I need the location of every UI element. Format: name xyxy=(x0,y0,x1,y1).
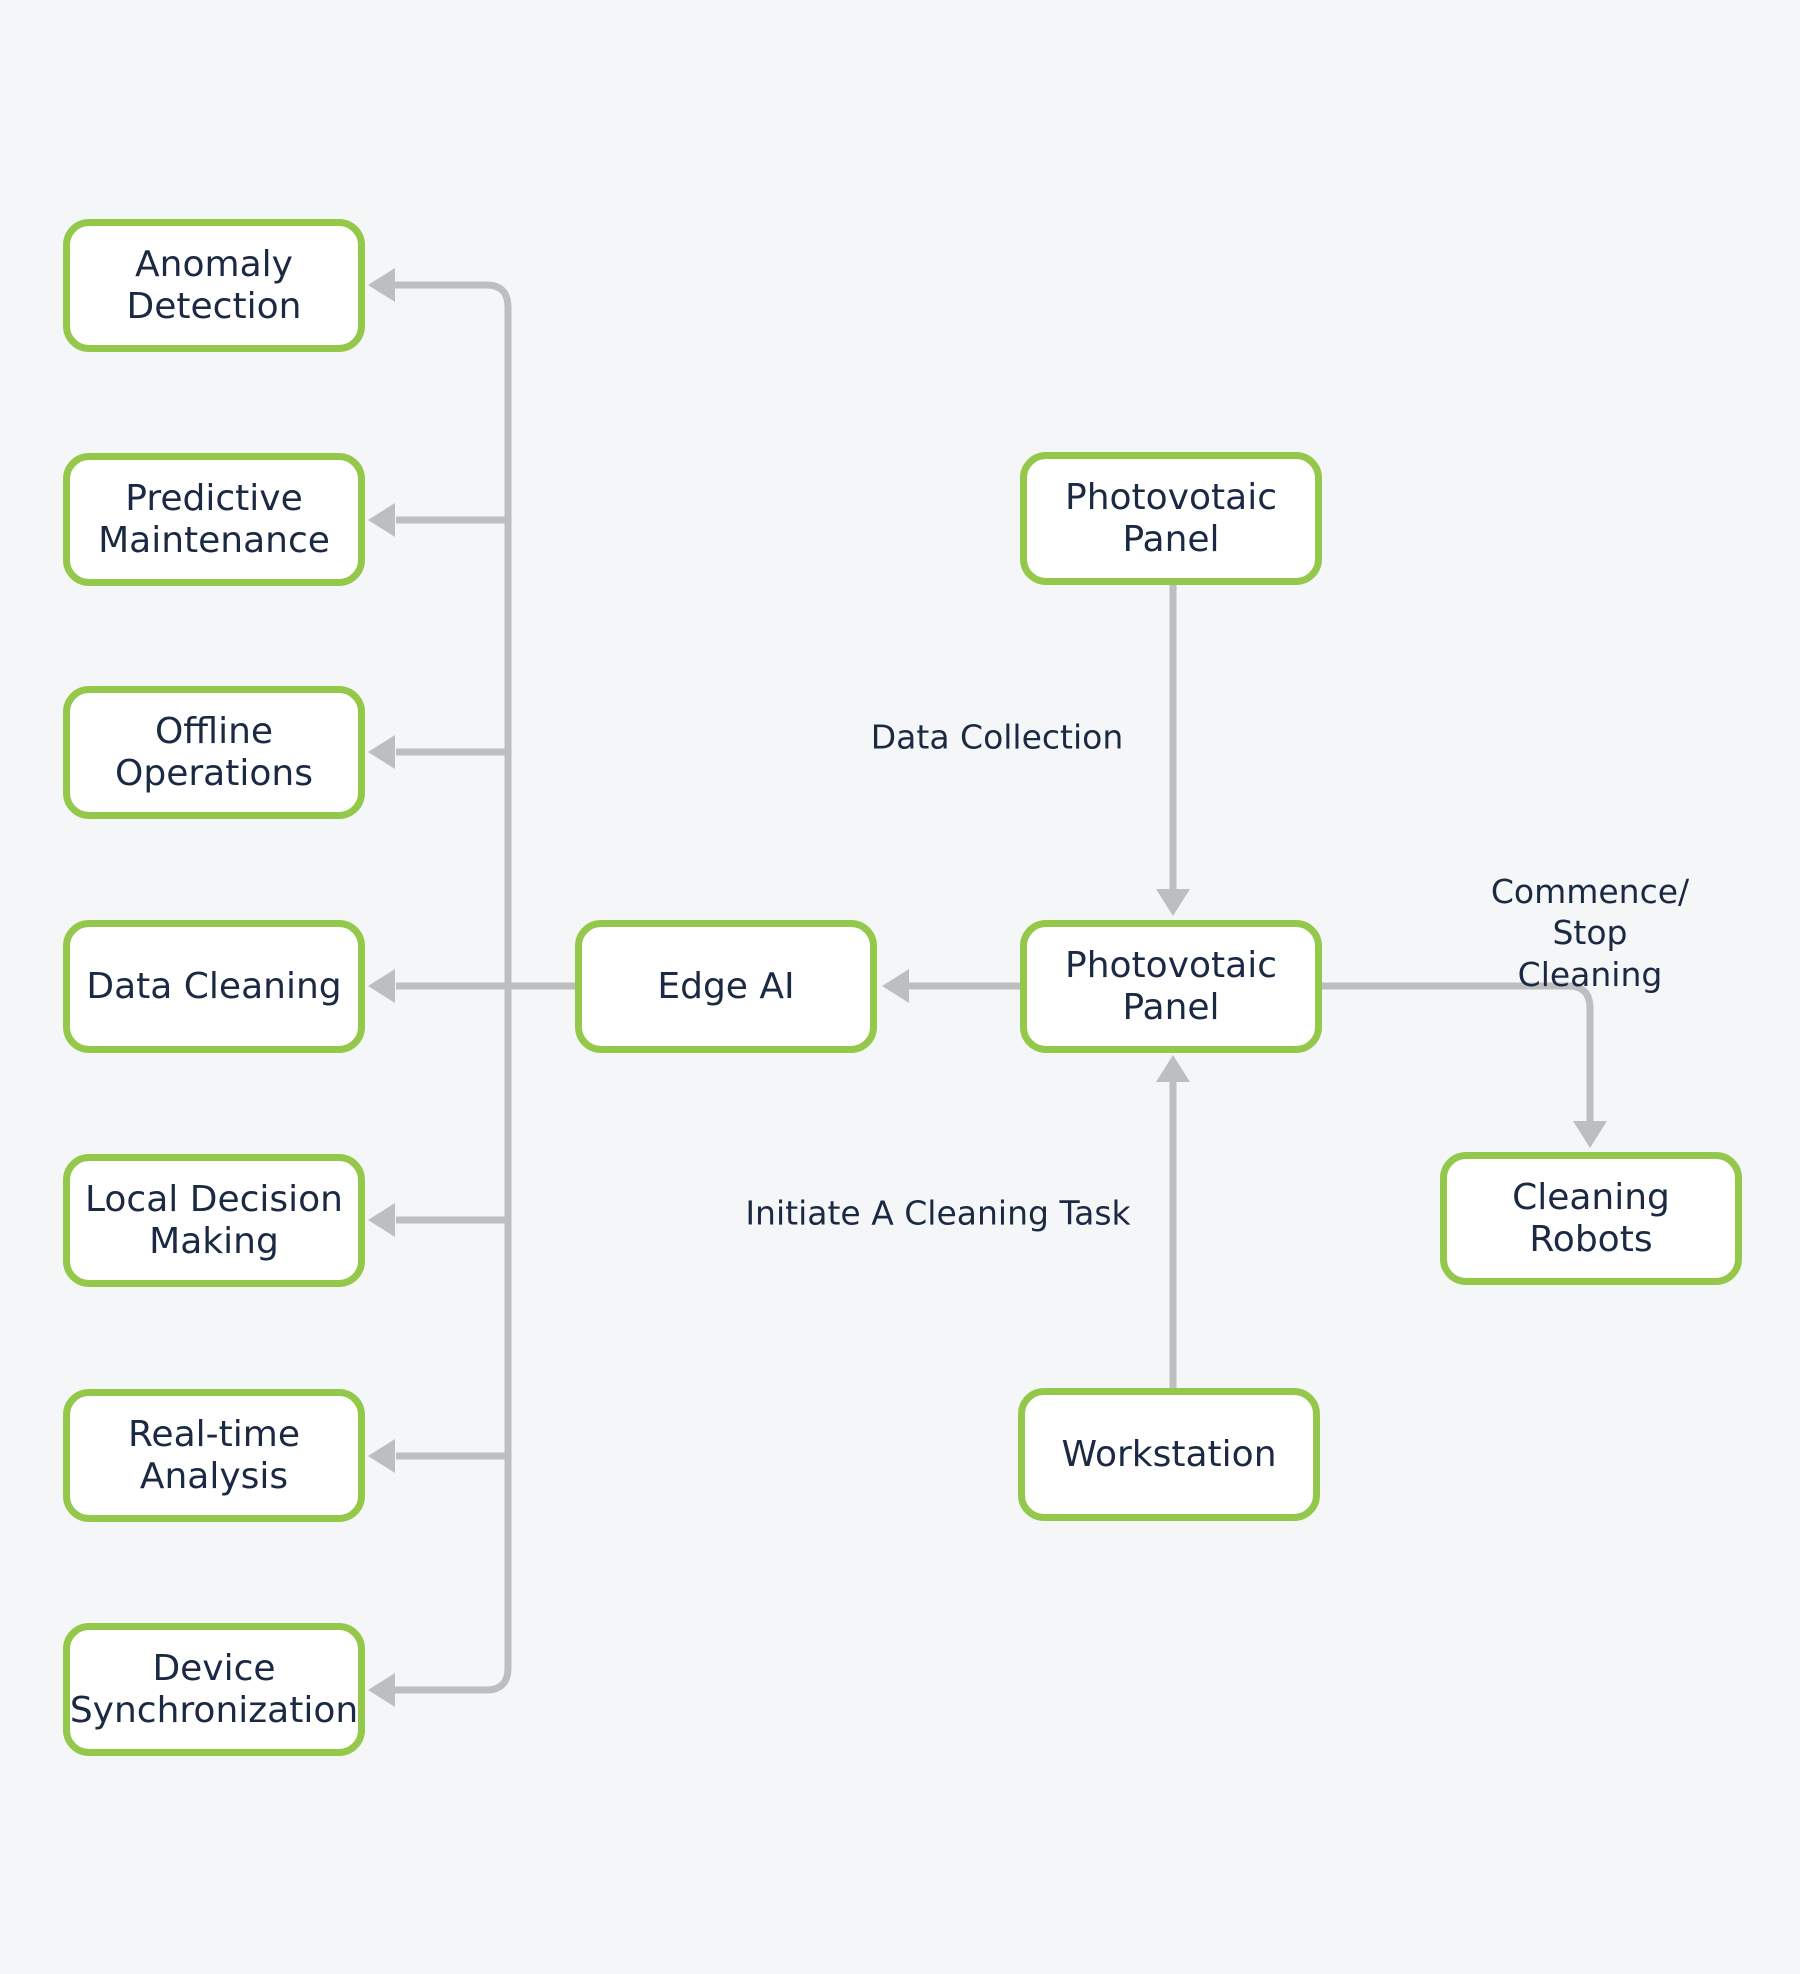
edge-label-initiate-cleaning-task: Initiate A Cleaning Task xyxy=(745,1193,1131,1233)
node-real-time-analysis-label: Real-time Analysis xyxy=(128,1413,300,1497)
node-local-decision-making-label: Local Decision Making xyxy=(84,1178,343,1262)
node-data-cleaning: Data Cleaning xyxy=(63,920,365,1053)
arrowhead-edge-ai xyxy=(882,969,909,1003)
edge-label-commence-stop-cleaning: Commence/ Stop Cleaning xyxy=(1490,872,1690,994)
node-data-cleaning-label: Data Cleaning xyxy=(86,965,342,1007)
node-cleaning-robots: Cleaning Robots xyxy=(1440,1152,1742,1285)
node-photovotaic-panel-top: Photovotaic Panel xyxy=(1020,452,1322,585)
arrowhead-panel-bottom-in xyxy=(1156,1055,1190,1082)
node-predictive-maintenance-label: Predictive Maintenance xyxy=(98,477,330,561)
node-offline-operations-label: Offline Operations xyxy=(115,710,313,794)
node-workstation: Workstation xyxy=(1018,1388,1320,1521)
arrowhead-device-synchronization xyxy=(368,1673,395,1707)
arrowhead-predictive-maintenance xyxy=(368,503,395,537)
arrowhead-data-cleaning xyxy=(368,969,395,1003)
arrowhead-cleaning-robots xyxy=(1573,1121,1607,1148)
node-photovotaic-panel-middle-label: Photovotaic Panel xyxy=(1065,944,1277,1028)
arrowhead-real-time-analysis xyxy=(368,1439,395,1473)
edge-label-data-collection: Data Collection xyxy=(870,717,1124,757)
node-anomaly-detection-label: Anomaly Detection xyxy=(126,243,302,327)
node-real-time-analysis: Real-time Analysis xyxy=(63,1389,365,1522)
node-cleaning-robots-label: Cleaning Robots xyxy=(1512,1176,1670,1260)
node-edge-ai: Edge AI xyxy=(575,920,877,1053)
arrowhead-anomaly-detection xyxy=(368,268,395,302)
node-workstation-label: Workstation xyxy=(1061,1433,1277,1475)
node-device-synchronization: Device Synchronization xyxy=(63,1623,365,1756)
edge-commence-stop-cleaning xyxy=(1322,982,1594,1123)
node-photovotaic-panel-middle: Photovotaic Panel xyxy=(1020,920,1322,1053)
node-offline-operations: Offline Operations xyxy=(63,686,365,819)
node-anomaly-detection: Anomaly Detection xyxy=(63,219,365,352)
node-device-synchronization-label: Device Synchronization xyxy=(69,1647,359,1731)
node-local-decision-making: Local Decision Making xyxy=(63,1154,365,1287)
node-photovotaic-panel-top-label: Photovotaic Panel xyxy=(1065,476,1277,560)
node-predictive-maintenance: Predictive Maintenance xyxy=(63,453,365,586)
arrowhead-local-decision-making xyxy=(368,1203,395,1237)
arrowhead-panel-top-in xyxy=(1156,889,1190,916)
node-edge-ai-label: Edge AI xyxy=(657,965,795,1007)
arrowhead-offline-operations xyxy=(368,735,395,769)
